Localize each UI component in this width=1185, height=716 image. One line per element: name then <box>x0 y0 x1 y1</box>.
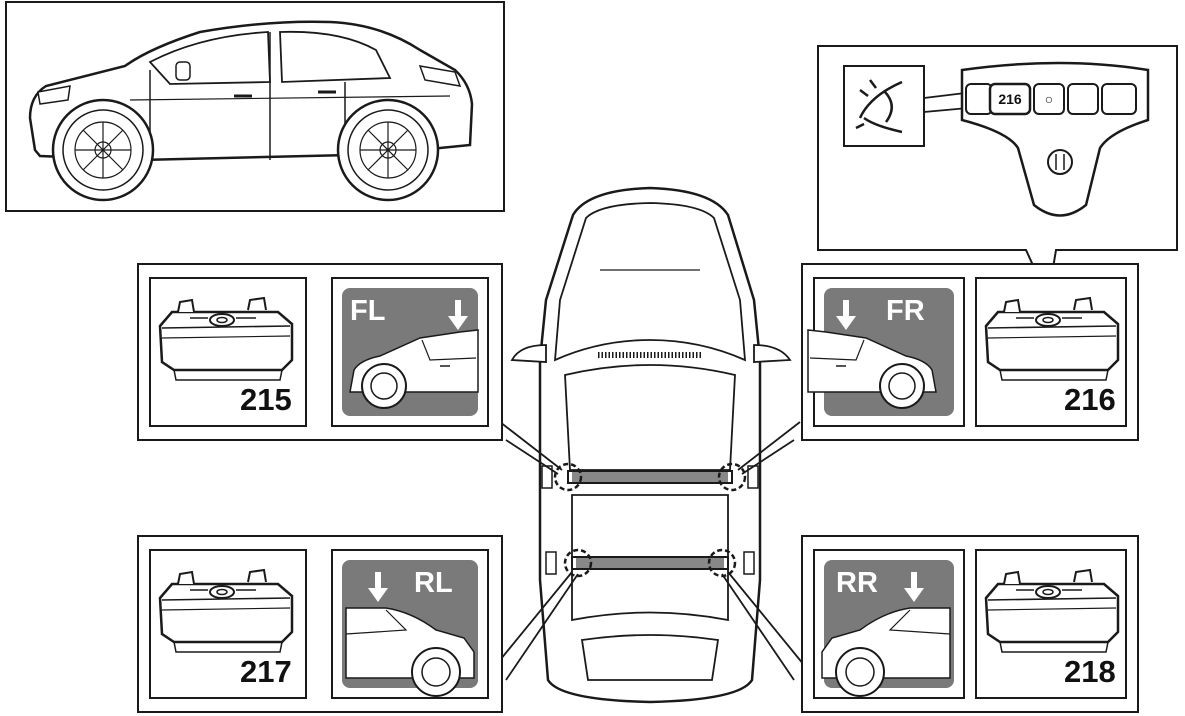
panel-front-left: 215 FL <box>138 264 502 440</box>
vehicle-side-view <box>6 2 504 211</box>
panel-front-right: FR 216 <box>802 264 1138 440</box>
callout-symbol: ○ <box>1045 91 1053 107</box>
pad-number: 217 <box>240 654 292 689</box>
position-label: FL <box>350 295 385 327</box>
callout-number: 216 <box>998 91 1022 107</box>
panel-rear-right: RR 218 <box>802 536 1138 712</box>
position-label: FR <box>886 295 925 327</box>
pad-number: 218 <box>1064 654 1116 689</box>
position-label: RL <box>414 567 453 599</box>
position-label: RR <box>836 567 878 599</box>
vehicle-top-view <box>512 188 790 702</box>
panel-rear-left: 217 RL <box>138 536 502 712</box>
pad-number: 215 <box>240 382 292 417</box>
marker-callout: 216 ○ <box>818 46 1177 298</box>
eye-icon-frame <box>844 66 924 146</box>
pad-number: 216 <box>1064 382 1116 417</box>
